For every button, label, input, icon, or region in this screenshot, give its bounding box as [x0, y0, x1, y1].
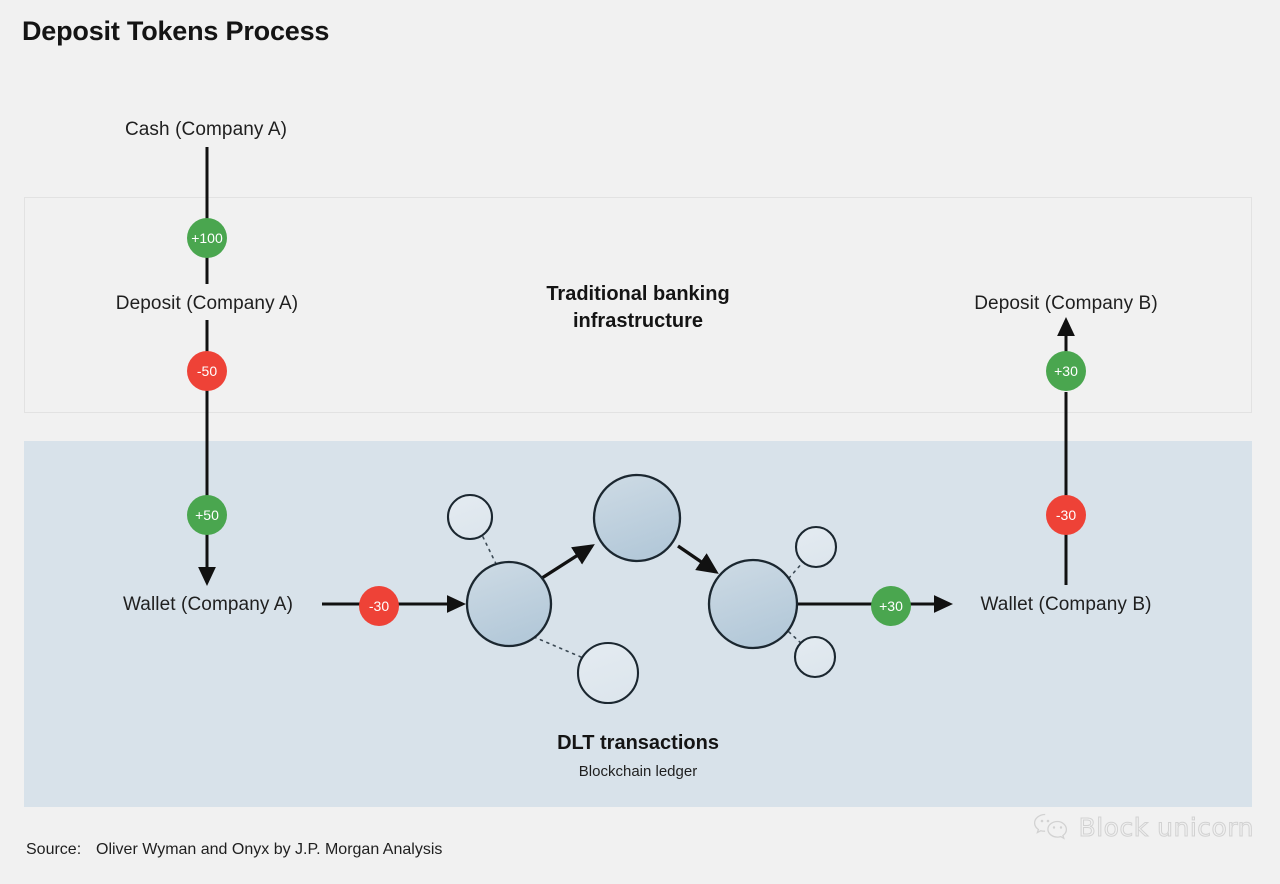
traditional-heading-line2: infrastructure: [572, 310, 704, 332]
label-wallet-company-a: Wallet (Company A): [122, 594, 294, 615]
traditional-banking-heading: Traditional banking infrastructure: [546, 281, 729, 335]
badge-wallet-b-out: -30: [1046, 495, 1086, 535]
traditional-banking-band: [24, 197, 1252, 413]
watermark-text: Block unicorn: [1078, 812, 1254, 842]
badge-deposit-b-in: +30: [1046, 351, 1086, 391]
page-title: Deposit Tokens Process: [22, 16, 330, 46]
badge-wallet-b-in: +30: [871, 586, 911, 626]
label-deposit-company-b: Deposit (Company B): [974, 293, 1158, 314]
source-label: Source:: [26, 841, 82, 858]
dlt-subheading: Blockchain ledger: [578, 763, 698, 780]
wechat-icon: [1033, 813, 1067, 840]
label-cash-company-a: Cash (Company A): [124, 119, 288, 140]
watermark: Block unicorn: [1033, 812, 1254, 842]
badge-cash-to-deposit-a: +100: [187, 218, 227, 258]
label-deposit-company-a: Deposit (Company A): [115, 293, 299, 314]
source-row: Source: Oliver Wyman and Onyx by J.P. Mor…: [26, 841, 442, 859]
badge-wallet-a-out: -30: [359, 586, 399, 626]
dlt-heading: DLT transactions: [557, 732, 719, 754]
badge-wallet-a-in: +50: [187, 495, 227, 535]
traditional-heading-line1: Traditional banking: [546, 283, 730, 305]
label-wallet-company-b: Wallet (Company B): [980, 594, 1152, 615]
badge-deposit-a-out: -50: [187, 351, 227, 391]
source-value: Oliver Wyman and Onyx by J.P. Morgan Ana…: [96, 841, 443, 858]
